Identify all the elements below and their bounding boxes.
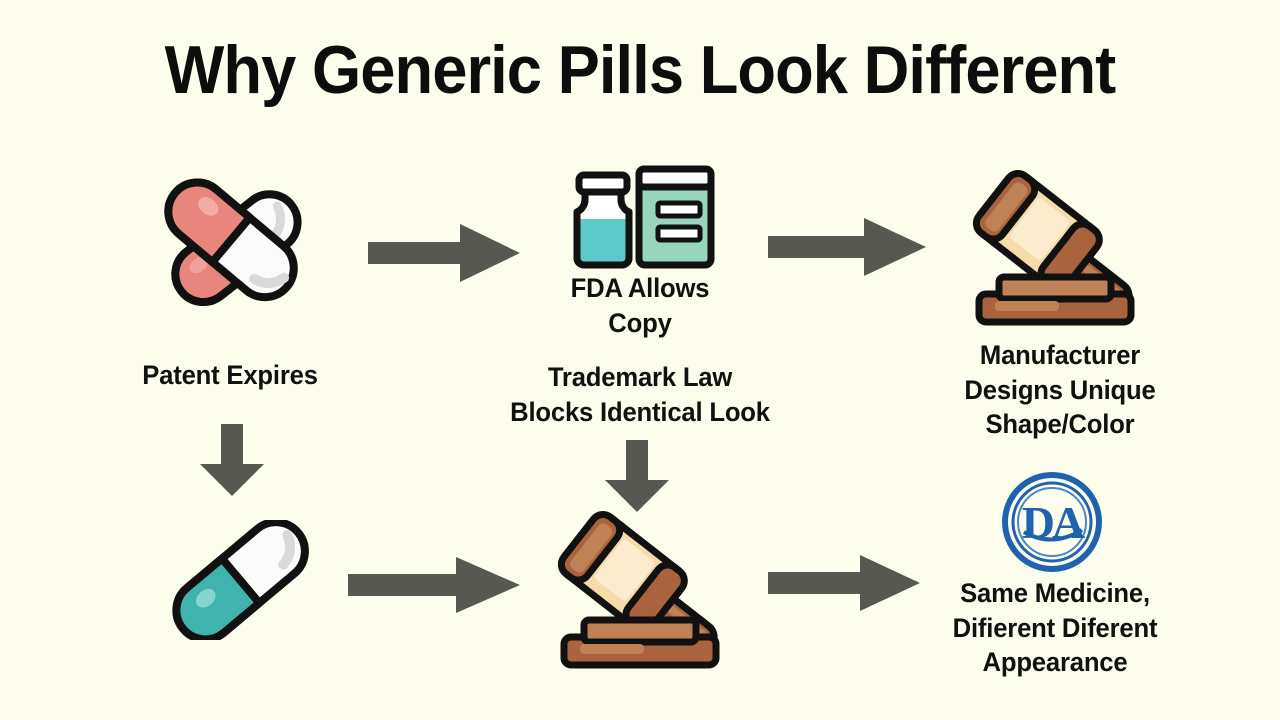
medicine-bottles-icon <box>563 163 718 271</box>
caption-line: Appearance <box>982 647 1128 678</box>
fda-seal-icon: DA <box>1000 470 1105 575</box>
caption-line: Copy <box>608 307 672 338</box>
caption-line: Difierent Diferent <box>952 612 1158 643</box>
arrow-right-capsule-to-gavel <box>348 557 520 613</box>
caption-line: Trademark Law <box>547 362 733 392</box>
caption-fda-allows-copy: FDA Allows Copy <box>507 271 773 340</box>
teal-white-capsule-icon <box>155 518 325 644</box>
arrow-right-patent-to-fda <box>368 224 520 282</box>
caption-trademark-law: Trademark Law Blocks Identical Look <box>450 360 830 429</box>
caption-patent-expires: Patent Expires <box>73 358 387 393</box>
two-crossed-capsules-icon <box>148 163 320 313</box>
arrow-down-patent-to-capsule <box>200 424 264 496</box>
arrow-right-gavel-to-same-medicine <box>768 555 920 611</box>
gavel-icon <box>540 498 740 676</box>
caption-line: FDA Allows <box>570 273 710 303</box>
caption-same-medicine: Same Medicine, Difierent Diferent Appear… <box>913 576 1198 680</box>
arrow-right-fda-to-manufacturer <box>768 218 926 276</box>
caption-line: Patent Expires <box>142 360 318 390</box>
page-title: Why Generic Pills Look Different <box>164 32 1117 108</box>
gavel-icon <box>955 158 1155 333</box>
caption-manufacturer-designs: Manufacturer Designs Unique Shape/Color <box>922 338 1198 442</box>
caption-line: Designs Unique <box>964 374 1156 405</box>
caption-line: Same Medicine, <box>960 578 1150 608</box>
arrow-down-trademark-to-gavel <box>605 440 669 512</box>
caption-line: Manufacturer <box>979 340 1141 370</box>
caption-line: Shape/Color <box>985 409 1135 440</box>
caption-line: Blocks Identical Look <box>510 396 770 427</box>
